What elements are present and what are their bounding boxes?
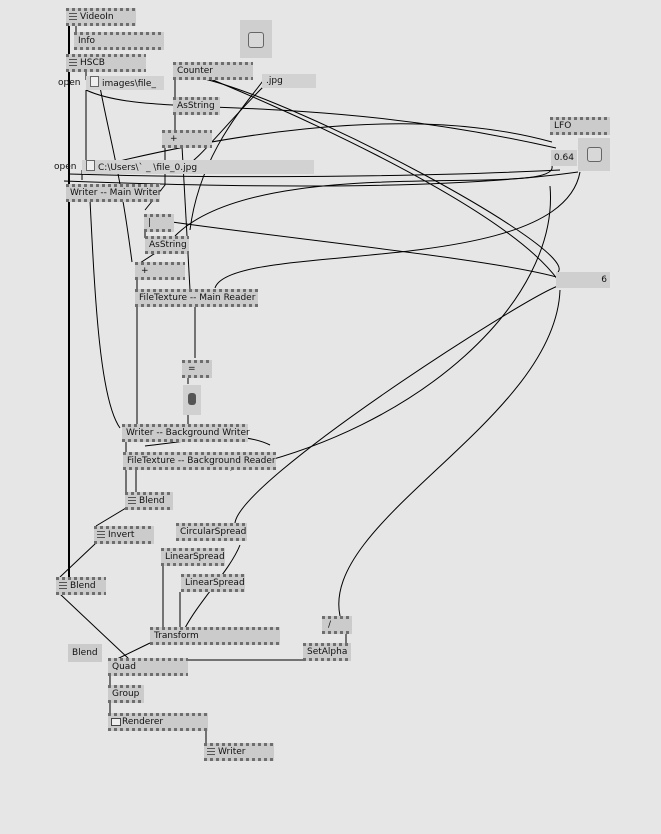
divide-node[interactable]: / bbox=[322, 616, 352, 634]
menu-icon bbox=[59, 582, 67, 589]
full-path-text: C:\Users\` _ \file_0.jpg bbox=[98, 163, 198, 173]
menu-icon bbox=[207, 748, 215, 755]
node-label: Writer bbox=[218, 747, 246, 757]
writer-main-node[interactable]: Writer -- Main Writer bbox=[66, 184, 162, 202]
node-label: | bbox=[148, 218, 152, 228]
renderer-node[interactable]: Renderer bbox=[108, 713, 208, 731]
node-label: CircularSpread bbox=[180, 527, 247, 537]
node-label: = bbox=[188, 364, 196, 374]
node-label: + bbox=[141, 266, 149, 276]
asstring-node[interactable]: AsString bbox=[173, 97, 220, 115]
node-label: Transform bbox=[154, 631, 199, 641]
path-prefix-input[interactable]: images\file_ bbox=[86, 76, 164, 90]
menu-icon bbox=[97, 531, 105, 538]
node-label: FileTexture -- Main Reader bbox=[139, 293, 256, 303]
or-node[interactable]: | bbox=[144, 214, 174, 232]
node-label: / bbox=[328, 620, 332, 630]
bang-button[interactable] bbox=[240, 20, 272, 58]
node-label: FileTexture -- Background Reader bbox=[127, 456, 276, 466]
open-label: open bbox=[58, 78, 81, 88]
path-prefix-text: images\file_ bbox=[102, 79, 156, 89]
videoin-node[interactable]: VideoIn bbox=[66, 8, 136, 26]
menu-icon bbox=[128, 497, 136, 504]
invert-node[interactable]: Invert bbox=[94, 526, 154, 544]
linearspread-node[interactable]: LinearSpread bbox=[161, 548, 225, 566]
node-label: LFO bbox=[554, 121, 572, 131]
number-box[interactable]: 6 bbox=[556, 272, 610, 288]
counter-node[interactable]: Counter bbox=[173, 62, 253, 80]
setalpha-node[interactable]: SetAlpha bbox=[303, 643, 351, 661]
lfo-value: 0.64 bbox=[553, 153, 574, 163]
node-label: Writer -- Background Writer bbox=[126, 428, 250, 438]
full-path-input[interactable]: C:\Users\` _ \file_0.jpg bbox=[82, 160, 314, 174]
add-node[interactable]: + bbox=[162, 130, 212, 148]
node-label: LinearSpread bbox=[165, 552, 225, 562]
node-label: Counter bbox=[177, 66, 213, 76]
node-label: Invert bbox=[108, 530, 135, 540]
open-label: open bbox=[54, 162, 77, 172]
lfo-bang-button[interactable] bbox=[578, 138, 610, 171]
node-label: Info bbox=[78, 36, 96, 46]
lfo-node[interactable]: LFO bbox=[550, 117, 610, 135]
blend-node[interactable]: Blend bbox=[125, 492, 173, 510]
node-label: Writer -- Main Writer bbox=[70, 188, 162, 198]
number-value: 6 bbox=[601, 275, 607, 285]
node-label: AsString bbox=[177, 101, 215, 111]
node-label: AsString bbox=[149, 240, 187, 250]
blend-node-2[interactable]: Blend bbox=[56, 577, 106, 595]
hscb-node[interactable]: HSCB bbox=[66, 54, 146, 72]
bang-icon bbox=[248, 32, 264, 48]
info-node[interactable]: Info bbox=[74, 32, 164, 50]
file-icon bbox=[86, 160, 95, 171]
circularspread-node[interactable]: CircularSpread bbox=[176, 523, 247, 541]
filetexture-background-node[interactable]: FileTexture -- Background Reader bbox=[123, 452, 276, 470]
node-label: Blend bbox=[139, 496, 165, 506]
blend-node-3[interactable]: Blend bbox=[68, 644, 102, 662]
menu-icon bbox=[69, 59, 77, 66]
quad-node[interactable]: Quad bbox=[108, 658, 188, 676]
transform-node[interactable]: Transform bbox=[150, 627, 280, 645]
toggle-icon bbox=[188, 393, 196, 405]
node-label: Quad bbox=[112, 662, 137, 672]
linearspread-node-2[interactable]: LinearSpread bbox=[181, 574, 245, 592]
node-label: + bbox=[170, 134, 178, 144]
node-label: Group bbox=[112, 689, 140, 699]
equals-node[interactable]: = bbox=[182, 360, 212, 378]
toggle-switch[interactable] bbox=[183, 385, 201, 415]
lfo-value-box[interactable]: 0.64 bbox=[551, 150, 577, 166]
asstring-node-2[interactable]: AsString bbox=[145, 236, 189, 254]
file-icon bbox=[90, 76, 99, 87]
node-label: Renderer bbox=[122, 717, 164, 727]
window-icon bbox=[111, 718, 121, 726]
node-label: SetAlpha bbox=[307, 647, 348, 657]
extension-input[interactable]: .jpg bbox=[262, 74, 316, 88]
bang-icon bbox=[587, 147, 602, 162]
writer-background-node[interactable]: Writer -- Background Writer bbox=[122, 424, 250, 442]
node-label: VideoIn bbox=[80, 12, 114, 22]
add-node-2[interactable]: + bbox=[135, 262, 185, 280]
node-label: HSCB bbox=[80, 58, 105, 68]
node-label: LinearSpread bbox=[185, 578, 245, 588]
node-label: Blend bbox=[72, 648, 98, 658]
menu-icon bbox=[69, 13, 77, 20]
group-node[interactable]: Group bbox=[108, 685, 144, 703]
filetexture-main-node[interactable]: FileTexture -- Main Reader bbox=[135, 289, 258, 307]
writer-final-node[interactable]: Writer bbox=[204, 743, 274, 761]
node-label: Blend bbox=[70, 581, 96, 591]
